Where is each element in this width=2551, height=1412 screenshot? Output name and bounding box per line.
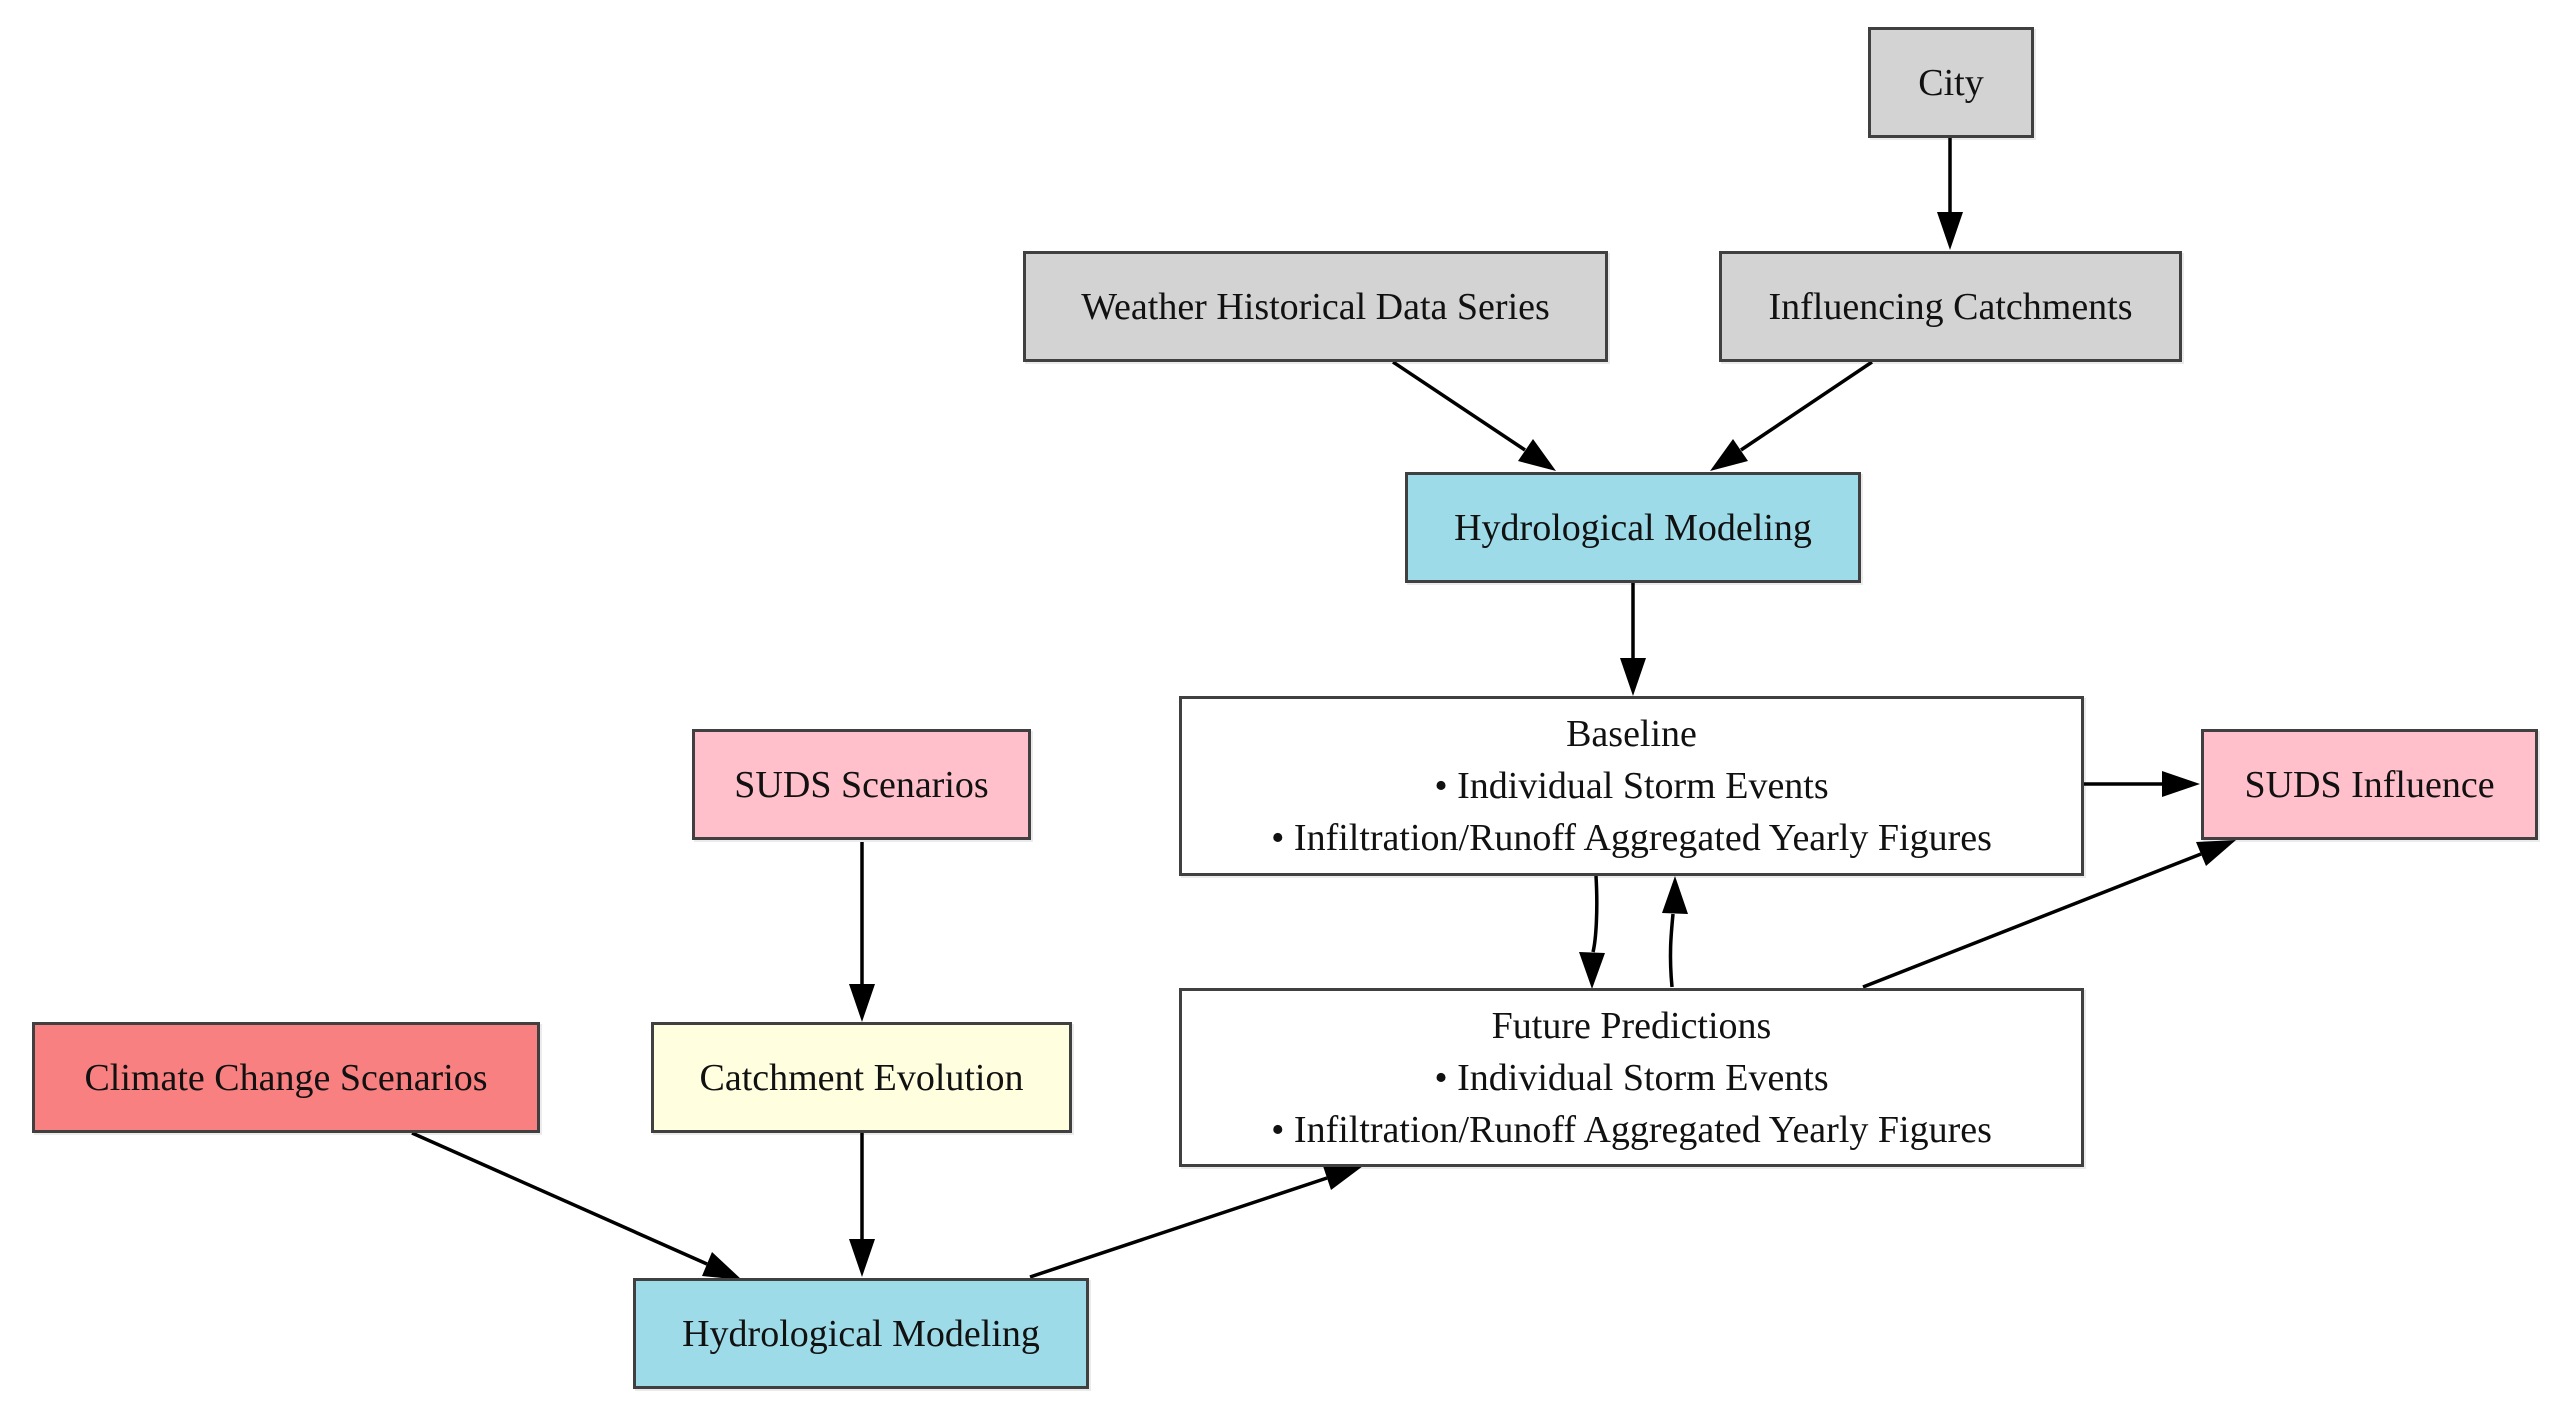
city-node: City: [1868, 27, 2034, 138]
baseline-bullet-infiltration-runoff: • Infiltration/Runoff Aggregated Yearly …: [1271, 817, 1992, 859]
climate-change-scenarios-label: Climate Change Scenarios: [84, 1056, 488, 1099]
suds-scenarios-node: SUDS Scenarios: [692, 729, 1031, 840]
catchment-evolution-node: Catchment Evolution: [651, 1022, 1072, 1133]
hydrological-modeling-top-node: Hydrological Modeling: [1405, 472, 1861, 583]
edge-baseline-to-future-predictions: [1579, 875, 1605, 989]
influencing-catchments-label: Influencing Catchments: [1768, 285, 2133, 328]
suds-scenarios-label: SUDS Scenarios: [734, 763, 989, 806]
hydrological-modeling-bottom-node: Hydrological Modeling: [633, 1278, 1089, 1389]
edge-hydrological-modeling-to-baseline: [1620, 583, 1646, 696]
edge-future-predictions-to-baseline: [1662, 876, 1688, 988]
baseline-title: Baseline: [1566, 713, 1697, 755]
edge-catchment-evolution-to-hydrological-modeling: [849, 1133, 875, 1277]
catchment-evolution-label: Catchment Evolution: [699, 1056, 1024, 1099]
edge-suds-scenarios-to-catchment-evolution: [849, 842, 875, 1022]
future-predictions-title: Future Predictions: [1491, 1004, 1772, 1047]
city-label: City: [1918, 61, 1984, 104]
baseline-node: Baseline • Individual Storm Events • Inf…: [1179, 696, 2084, 876]
future-predictions-bullet-storm-events: • Individual Storm Events: [1434, 1056, 1829, 1099]
weather-historical-data-series-node: Weather Historical Data Series: [1023, 251, 1608, 362]
edge-influencing-catchments-to-hydrological-modeling: [1710, 360, 1873, 471]
climate-change-scenarios-node: Climate Change Scenarios: [32, 1022, 540, 1133]
weather-historical-data-series-label: Weather Historical Data Series: [1081, 285, 1550, 328]
hydrological-modeling-bottom-label: Hydrological Modeling: [682, 1312, 1040, 1355]
suds-influence-label: SUDS Influence: [2244, 763, 2495, 806]
future-predictions-node: Future Predictions • Individual Storm Ev…: [1179, 988, 2084, 1167]
edge-future-predictions-to-suds-influence: [1862, 840, 2236, 989]
influencing-catchments-node: Influencing Catchments: [1719, 251, 2182, 362]
edge-hydrological-modeling-to-future-predictions: [1029, 1166, 1363, 1279]
suds-influence-node: SUDS Influence: [2201, 729, 2538, 840]
edge-weather-to-hydrological-modeling: [1392, 360, 1556, 471]
edge-climate-change-to-hydrological-modeling: [411, 1131, 742, 1280]
baseline-bullet-storm-events: • Individual Storm Events: [1434, 765, 1829, 807]
edge-baseline-to-suds-influence: [2084, 771, 2200, 797]
hydrological-modeling-top-label: Hydrological Modeling: [1454, 506, 1812, 549]
edge-city-to-influencing-catchments: [1937, 138, 1963, 250]
future-predictions-bullet-infiltration-runoff: • Infiltration/Runoff Aggregated Yearly …: [1271, 1108, 1992, 1151]
